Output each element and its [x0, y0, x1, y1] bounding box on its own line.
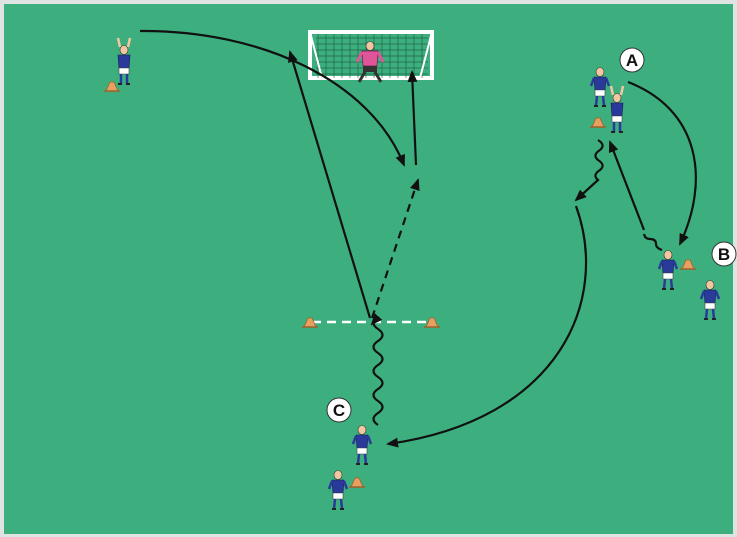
arrow-shot-short	[407, 70, 418, 166]
label-a: A	[619, 47, 645, 73]
label-b: B	[711, 241, 737, 267]
arrow-layer	[139, 29, 697, 448]
arrow-long-pass-to-c	[386, 205, 588, 448]
arrow-dribble-a	[574, 139, 604, 202]
arrow-shot-long	[288, 50, 372, 319]
arrow-pass-dashed	[370, 178, 420, 319]
arrow-pass-a-to-b	[627, 80, 697, 246]
arrow-dribble-b	[642, 233, 663, 252]
label-b-text: B	[718, 245, 730, 264]
arrow-cross-to-goal-front	[139, 29, 406, 167]
arrow-dribble-c	[370, 313, 384, 426]
label-a-text: A	[626, 51, 638, 70]
arrow-return-b-to-a	[608, 140, 646, 231]
label-c-text: C	[333, 401, 345, 420]
label-c: C	[326, 397, 352, 423]
goalkeeper-icon	[355, 41, 385, 83]
